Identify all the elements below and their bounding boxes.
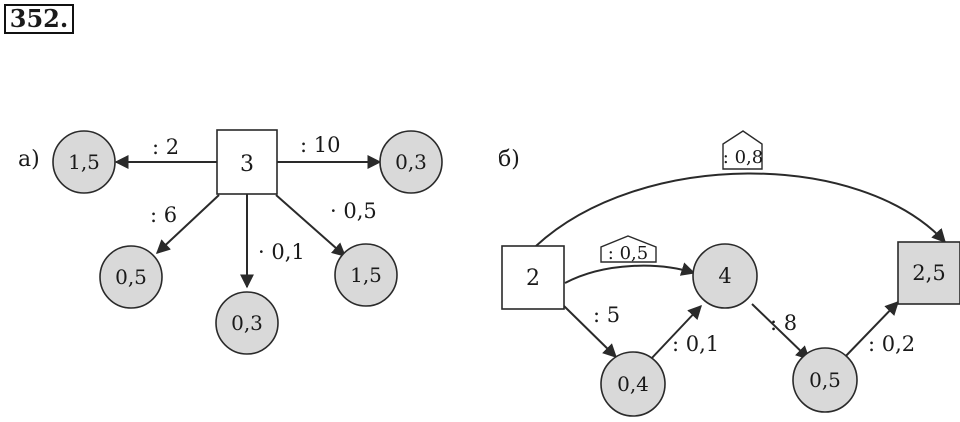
- node-a-3: [99, 245, 163, 309]
- node-b-start: [501, 245, 565, 310]
- edge-label-b-3: : 8: [770, 311, 797, 335]
- node-b-end-label: 2,5: [912, 261, 945, 285]
- node-a-center-label: 3: [240, 152, 254, 177]
- node-a-5-label: 1,5: [350, 263, 382, 287]
- edge-b-4-to-05: [751, 303, 811, 360]
- node-a-4-label: 0,3: [231, 311, 263, 335]
- unknown-op-house-1: [600, 235, 657, 263]
- node-b-04: [600, 351, 666, 417]
- problem-number: 352.: [4, 4, 74, 34]
- node-a-1: [52, 130, 116, 194]
- node-a-1-label: 1,5: [68, 150, 100, 174]
- unknown-op-house-2: [722, 130, 763, 170]
- edge-label-b-1: : 5: [593, 303, 620, 327]
- edge-label-a-4: · 0,1: [258, 240, 305, 264]
- edge-label-b-4: : 0,2: [868, 332, 915, 356]
- node-a-2: [379, 130, 443, 194]
- edge-label-a-1: : 2: [152, 135, 179, 159]
- edge-b-arc-top: [535, 172, 946, 247]
- edge-a-mul05: [275, 194, 347, 257]
- edge-b-05-to-25: [841, 300, 899, 361]
- unknown-op-2: : 0,8: [723, 147, 763, 168]
- edge-label-a-3: : 6: [150, 203, 177, 227]
- unknown-op-1: : 0,5: [608, 243, 648, 264]
- node-b-05: [792, 347, 858, 413]
- edge-b-2-to-04: [563, 305, 617, 358]
- edge-b-2-to-4: [564, 262, 696, 284]
- node-b-end: [897, 241, 960, 305]
- node-a-4: [215, 291, 279, 355]
- node-a-3-label: 0,5: [115, 265, 147, 289]
- part-a-label: а): [18, 147, 40, 172]
- part-b-label: б): [498, 147, 520, 172]
- edge-label-a-5: · 0,5: [330, 199, 377, 223]
- node-b-4: [692, 243, 758, 309]
- edge-label-a-2: : 10: [300, 133, 340, 157]
- edge-a-div6: [155, 194, 220, 254]
- node-b-start-label: 2: [526, 266, 540, 291]
- edge-label-b-2: : 0,1: [672, 332, 719, 356]
- node-b-4-label: 4: [718, 264, 731, 288]
- node-b-05-label: 0,5: [809, 368, 841, 392]
- node-a-5: [334, 243, 398, 307]
- node-a-2-label: 0,3: [395, 150, 427, 174]
- edge-b-04-to-4: [649, 304, 702, 361]
- node-b-04-label: 0,4: [617, 372, 649, 396]
- node-a-center: [216, 129, 278, 195]
